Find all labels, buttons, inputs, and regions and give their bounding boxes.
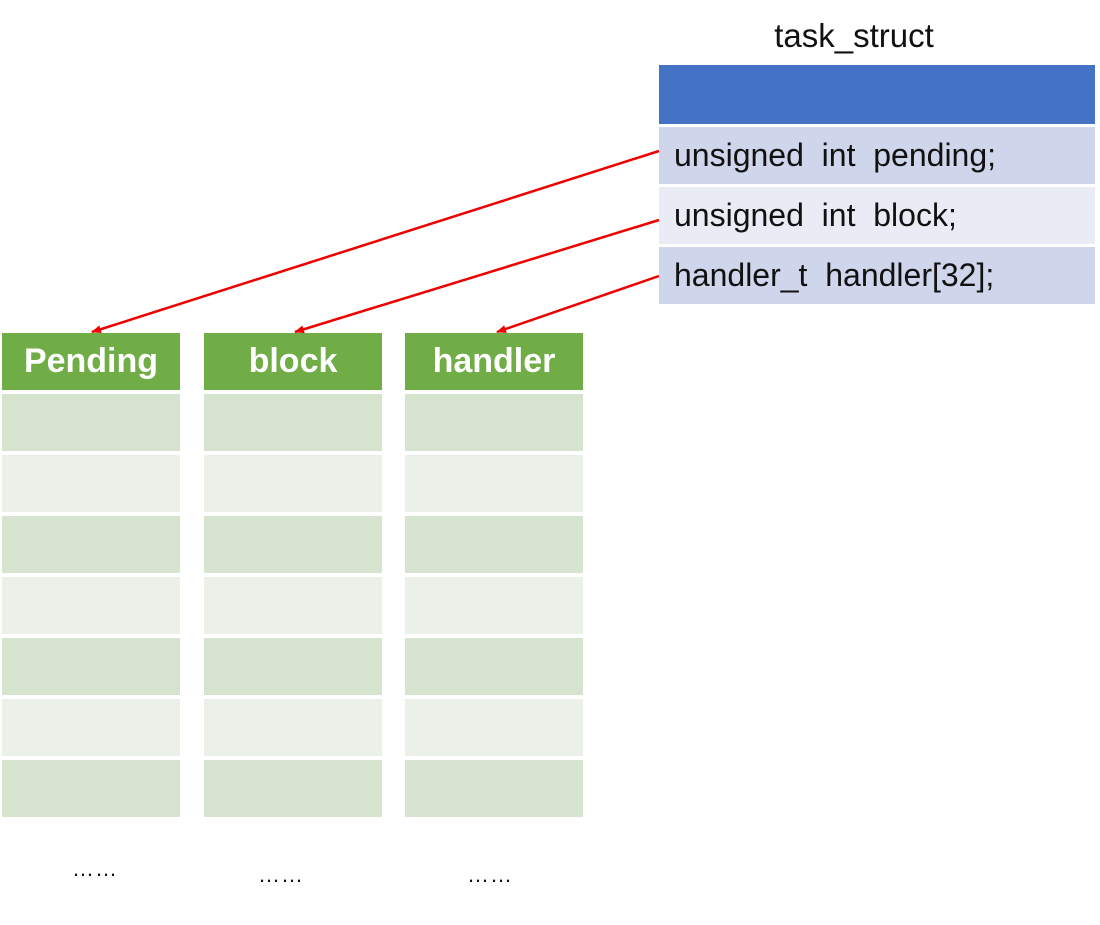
block-ellipsis: …… <box>258 862 304 887</box>
table-cell <box>405 577 583 634</box>
table-cell <box>2 577 180 634</box>
pending-arrow <box>91 149 660 334</box>
handler-table: handler <box>405 333 583 817</box>
table-cell <box>204 455 382 512</box>
table-cell <box>204 638 382 695</box>
table-cell <box>405 394 583 451</box>
table-cell <box>405 638 583 695</box>
table-cell <box>405 455 583 512</box>
table-cell <box>405 699 583 756</box>
field-handler: handler_t handler[32]; <box>659 247 1095 304</box>
table-cell <box>204 394 382 451</box>
table-cell <box>405 516 583 573</box>
table-cell <box>2 455 180 512</box>
pending-table: Pending <box>2 333 180 817</box>
task-struct-title: task_struct <box>774 17 934 54</box>
block-table: block <box>204 333 382 817</box>
table-cell <box>2 760 180 817</box>
table-cell <box>2 699 180 756</box>
field-block: unsigned int block; <box>659 187 1095 244</box>
table-cell <box>2 516 180 573</box>
block-table-header: block <box>204 333 382 390</box>
task-struct-box: unsigned int pending; unsigned int block… <box>659 65 1095 304</box>
handler-ellipsis: …… <box>467 862 513 887</box>
handler-table-header: handler <box>405 333 583 390</box>
task-struct-header <box>659 65 1095 124</box>
field-pending: unsigned int pending; <box>659 127 1095 184</box>
pending-table-header: Pending <box>2 333 180 390</box>
handler-arrow <box>496 274 660 334</box>
pending-ellipsis: …… <box>72 856 118 881</box>
table-cell <box>204 760 382 817</box>
block-arrow <box>294 218 660 334</box>
table-cell <box>204 516 382 573</box>
table-cell <box>2 638 180 695</box>
table-cell <box>405 760 583 817</box>
table-cell <box>204 577 382 634</box>
table-cell <box>204 699 382 756</box>
table-cell <box>2 394 180 451</box>
